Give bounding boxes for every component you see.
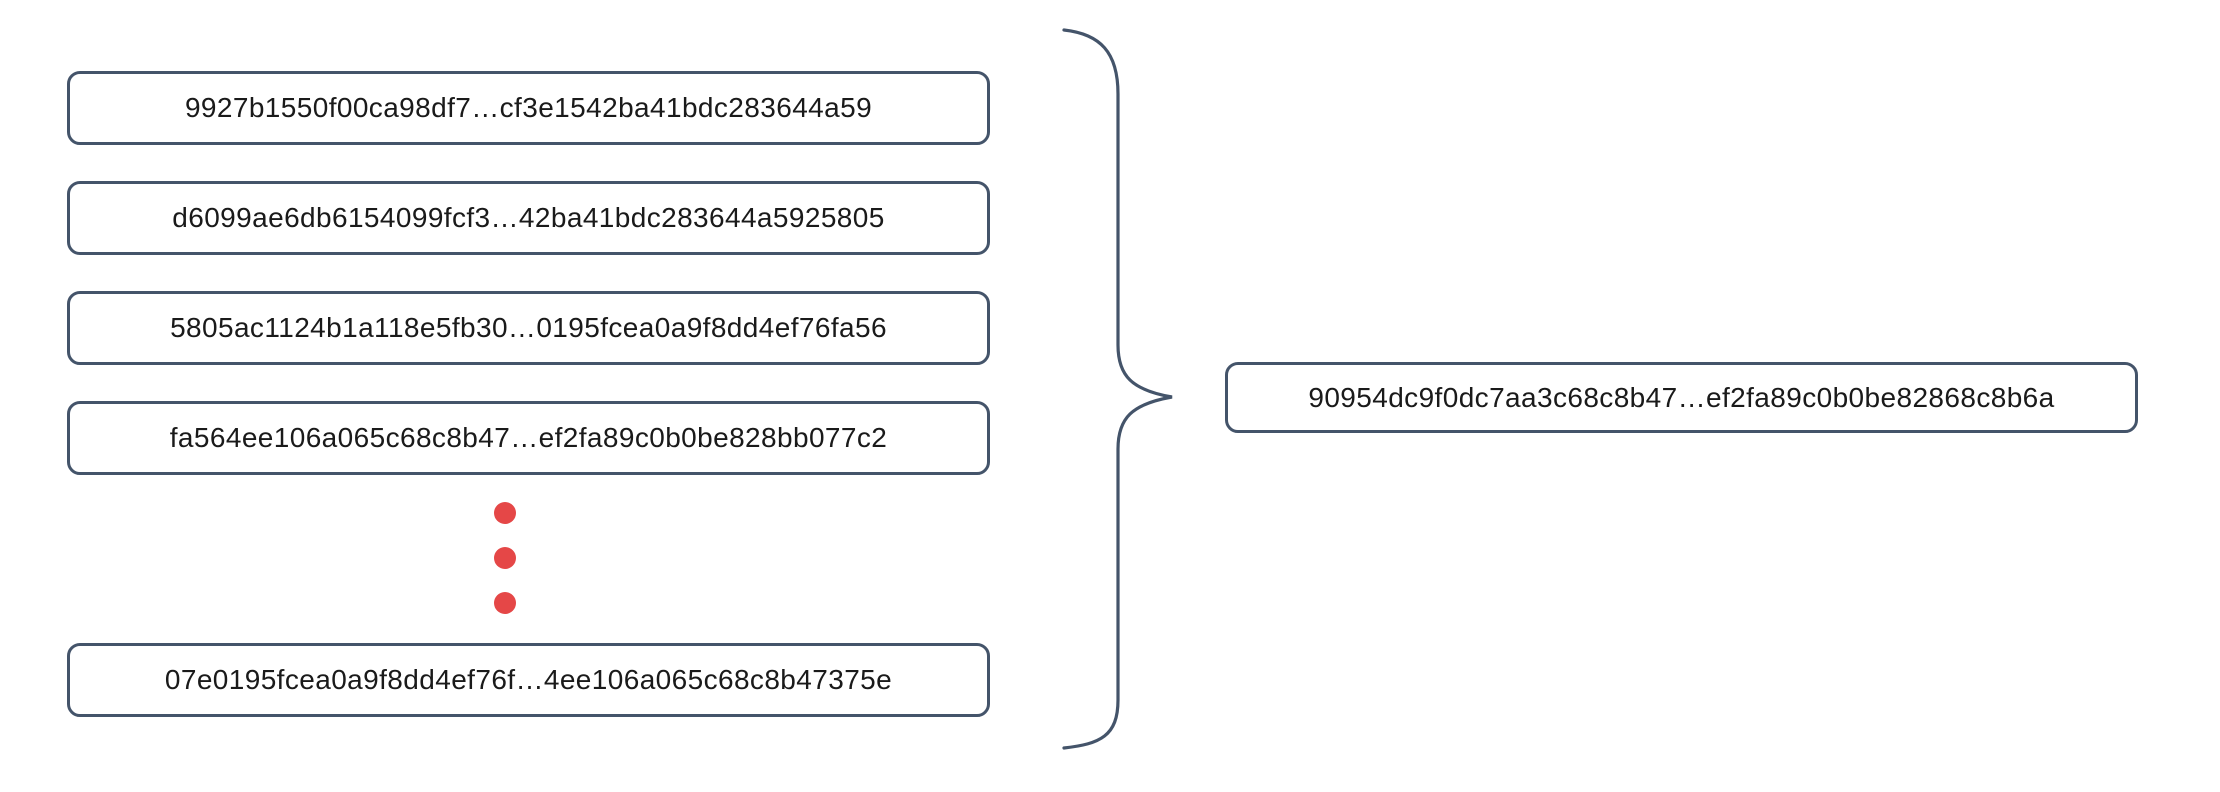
result-hash-text: 90954dc9f0dc7aa3c68c8b47…ef2fa89c0b0be82… (1308, 381, 2055, 413)
hash-box: 9927b1550f00ca98df7…cf3e1542ba41bdc28364… (67, 71, 990, 145)
hash-box: 07e0195fcea0a9f8dd4ef76f…4ee106a065c68c8… (67, 643, 990, 717)
ellipsis-dot (494, 592, 516, 614)
vertical-ellipsis-icon (494, 502, 516, 614)
hash-text: 5805ac1124b1a118e5fb30…0195fcea0a9f8dd4e… (170, 312, 887, 343)
hash-box: fa564ee106a065c68c8b47…ef2fa89c0b0be828b… (67, 401, 990, 475)
hash-text: 9927b1550f00ca98df7…cf3e1542ba41bdc28364… (184, 92, 873, 123)
ellipsis-dot (494, 502, 516, 524)
hash-box: 5805ac1124b1a118e5fb30…0195fcea0a9f8dd4e… (67, 291, 990, 365)
ellipsis-dot (494, 547, 516, 569)
hash-text: 07e0195fcea0a9f8dd4ef76f…4ee106a065c68c8… (164, 664, 893, 695)
hash-text: d6099ae6db6154099fcf3…42ba41bdc283644a59… (172, 202, 885, 233)
hash-box: d6099ae6db6154099fcf3…42ba41bdc283644a59… (67, 181, 990, 255)
result-hash-box: 90954dc9f0dc7aa3c68c8b47…ef2fa89c0b0be82… (1225, 362, 2138, 433)
hash-text: fa564ee106a065c68c8b47…ef2fa89c0b0be828b… (169, 422, 888, 453)
